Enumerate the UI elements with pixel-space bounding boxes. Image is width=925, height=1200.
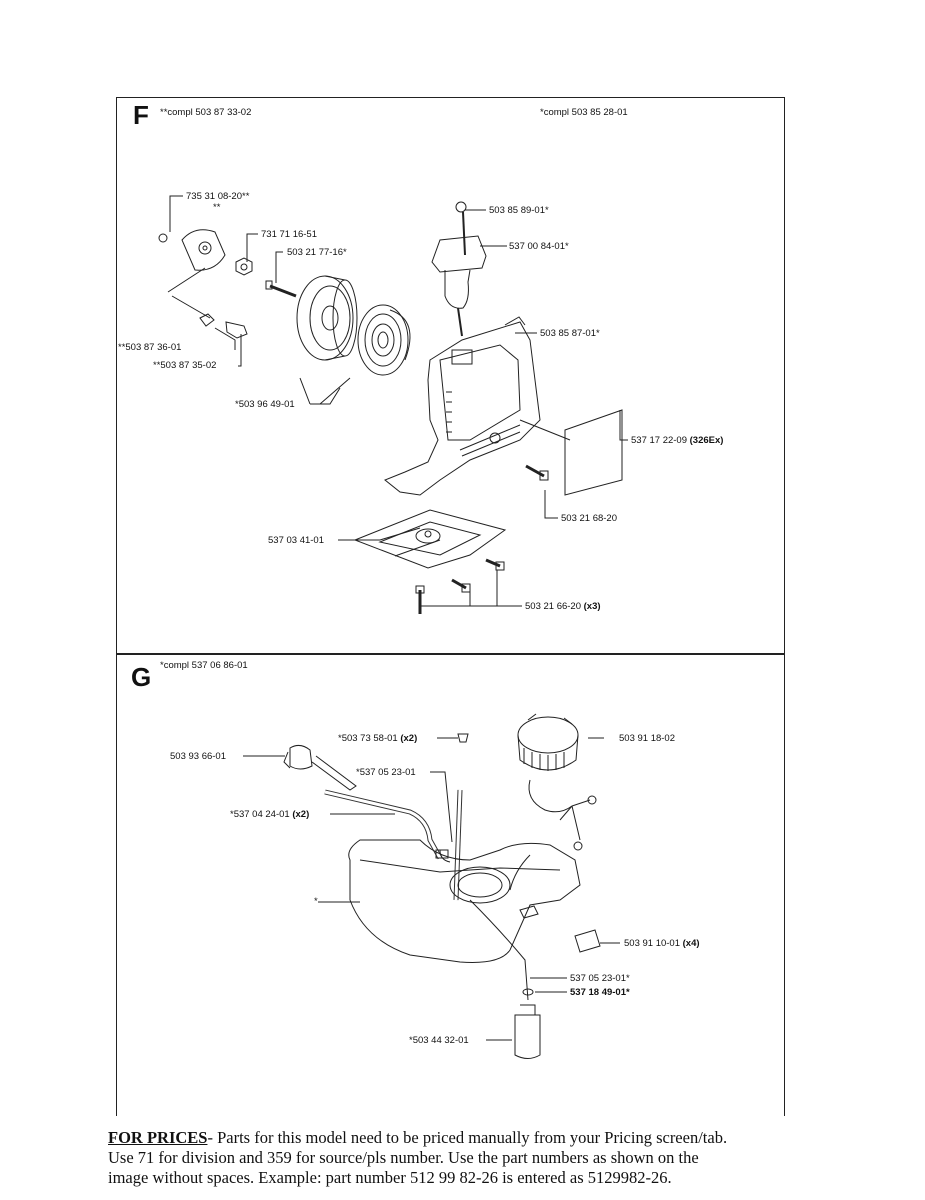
part-label: *503 96 49-01 [235,399,295,410]
part-number: 503 21 66-20 [525,601,581,612]
part-note: (x2) [292,809,310,820]
section-g-letter: G [131,662,152,692]
part-number: *537 04 24-01 [230,809,290,820]
part-label: 735 31 08-20** [186,191,250,202]
part-label: *503 44 32-01 [409,1035,469,1046]
part-number: 537 17 22-09 [631,435,687,446]
part-label: 503 21 77-16* [287,247,347,258]
pricing-note-line-1: FOR PRICES- Parts for this model need to… [108,1128,808,1148]
part-label: 503 91 18-02 [619,733,675,744]
pricing-note-line-2: Use 71 for division and 359 for source/p… [108,1148,699,1167]
part-label: **503 87 36-01 [118,342,182,353]
section-f-letter: F [133,100,149,130]
part-note: (x2) [400,733,418,744]
section-f-compl-right: *compl 503 85 28-01 [540,107,628,118]
part-label: 503 91 10-01 (x4) [624,938,700,949]
part-label: 537 17 22-09 (326Ex) [631,435,723,446]
part-label: 537 03 41-01 [268,535,324,546]
section-g-compl: *compl 537 06 86-01 [160,660,248,671]
part-label: 503 93 66-01 [170,751,226,762]
part-label: 503 85 89-01* [489,205,549,216]
part-label: 503 21 68-20 [561,513,617,524]
part-label: 537 18 49-01* [570,987,630,998]
part-label: ** [213,202,221,213]
pricing-note-heading: FOR PRICES [108,1128,208,1147]
pricing-note-line-1-text: - Parts for this model need to be priced… [207,1128,728,1147]
part-label: *537 05 23-01 [356,767,416,778]
part-note: (326Ex) [689,435,724,446]
part-label: 503 21 66-20 (x3) [525,601,601,612]
part-note: (x3) [583,601,601,612]
section-f-frame [116,97,785,655]
part-label: *537 04 24-01 (x2) [230,809,309,820]
pricing-note: FOR PRICES- Parts for this model need to… [108,1128,808,1188]
part-label: 537 00 84-01* [509,241,569,252]
part-label: 503 85 87-01* [540,328,600,339]
part-label: 537 05 23-01* [570,973,630,984]
part-label: *503 73 58-01 (x2) [338,733,417,744]
part-label: **503 87 35-02 [153,360,217,371]
part-number: 503 91 10-01 [624,938,680,949]
part-label: 731 71 16-51 [261,229,317,240]
section-f-compl-left: **compl 503 87 33-02 [160,107,252,118]
part-note: (x4) [682,938,700,949]
section-g-frame [116,653,785,1116]
part-label: * [314,896,318,907]
pricing-note-line-3: image without spaces. Example: part numb… [108,1168,672,1187]
part-number: *503 73 58-01 [338,733,398,744]
